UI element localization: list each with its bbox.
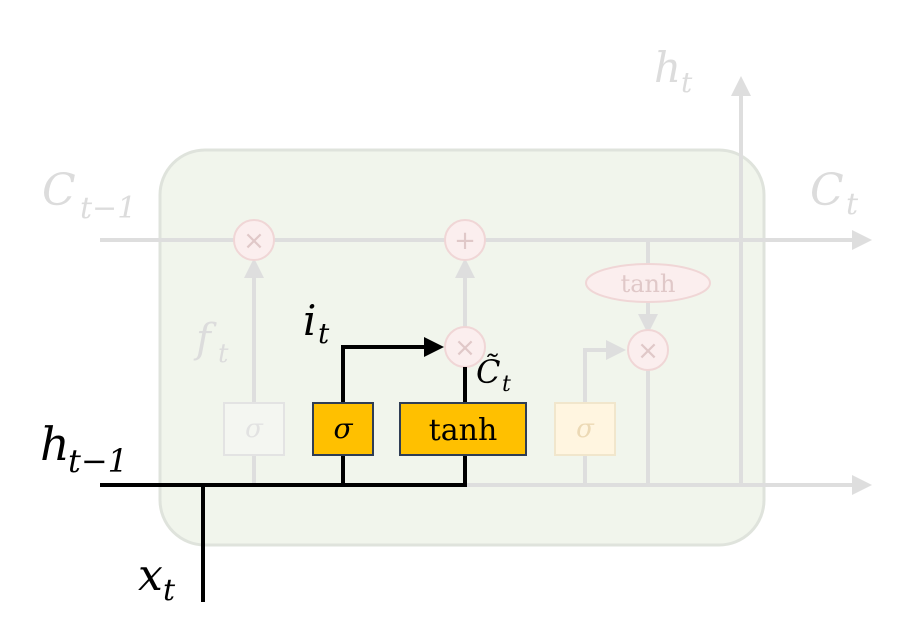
forget-sigma-label: σ bbox=[245, 414, 264, 444]
c-prev-subscript: t−1 bbox=[80, 191, 136, 226]
input-multiply-symbol: × bbox=[454, 333, 476, 363]
forget-multiply-op: × bbox=[233, 219, 275, 261]
h-prev-subscript: t−1 bbox=[68, 442, 128, 480]
candidate-tanh-label: tanh bbox=[429, 413, 498, 448]
output-multiply-down bbox=[646, 370, 741, 487]
cell-tanh-label: tanh bbox=[621, 270, 676, 298]
x-input-symbol: x bbox=[138, 550, 163, 601]
h-out-symbol: h bbox=[654, 43, 681, 92]
input-multiply-op: × bbox=[444, 326, 486, 368]
output-multiply-op: × bbox=[627, 329, 669, 371]
c-tilde-symbol: C̃ bbox=[476, 353, 500, 391]
cell-tanh-op: tanh bbox=[585, 263, 711, 303]
input-gate-to-multiply bbox=[341, 337, 444, 403]
f-gate-subscript: t bbox=[218, 339, 229, 369]
output-sigma-label: σ bbox=[576, 414, 595, 444]
h-prev-label: h t−1 bbox=[40, 417, 128, 480]
c-next-symbol: C bbox=[810, 165, 844, 216]
i-gate-label: i t bbox=[303, 296, 330, 350]
c-prev-symbol: C bbox=[42, 165, 76, 216]
c-prev-label: C t−1 bbox=[42, 165, 136, 226]
candidate-tanh-layer: tanh bbox=[399, 402, 527, 456]
x-input-subscript: t bbox=[163, 573, 176, 608]
output-sigma-layer: σ bbox=[554, 402, 616, 456]
forget-sigma-layer: σ bbox=[223, 402, 285, 456]
input-sigma-layer: σ bbox=[312, 402, 374, 456]
cell-add-symbol: + bbox=[454, 226, 476, 256]
cell-add-op: + bbox=[444, 219, 486, 261]
i-gate-symbol: i bbox=[303, 296, 316, 345]
c-tilde-label: C̃ t bbox=[476, 353, 511, 397]
output-multiply-symbol: × bbox=[637, 336, 659, 366]
x-input-label: x t bbox=[138, 550, 176, 608]
h-out-label: h t bbox=[654, 43, 693, 99]
h-out-subscript: t bbox=[681, 66, 693, 99]
h-prev-symbol: h bbox=[40, 417, 70, 471]
forget-multiply-symbol: × bbox=[243, 226, 265, 256]
c-tilde-subscript: t bbox=[502, 372, 511, 397]
i-gate-subscript: t bbox=[318, 317, 330, 350]
c-next-label: C t bbox=[810, 165, 859, 222]
input-sigma-label: σ bbox=[333, 412, 353, 445]
c-next-subscript: t bbox=[846, 187, 859, 222]
